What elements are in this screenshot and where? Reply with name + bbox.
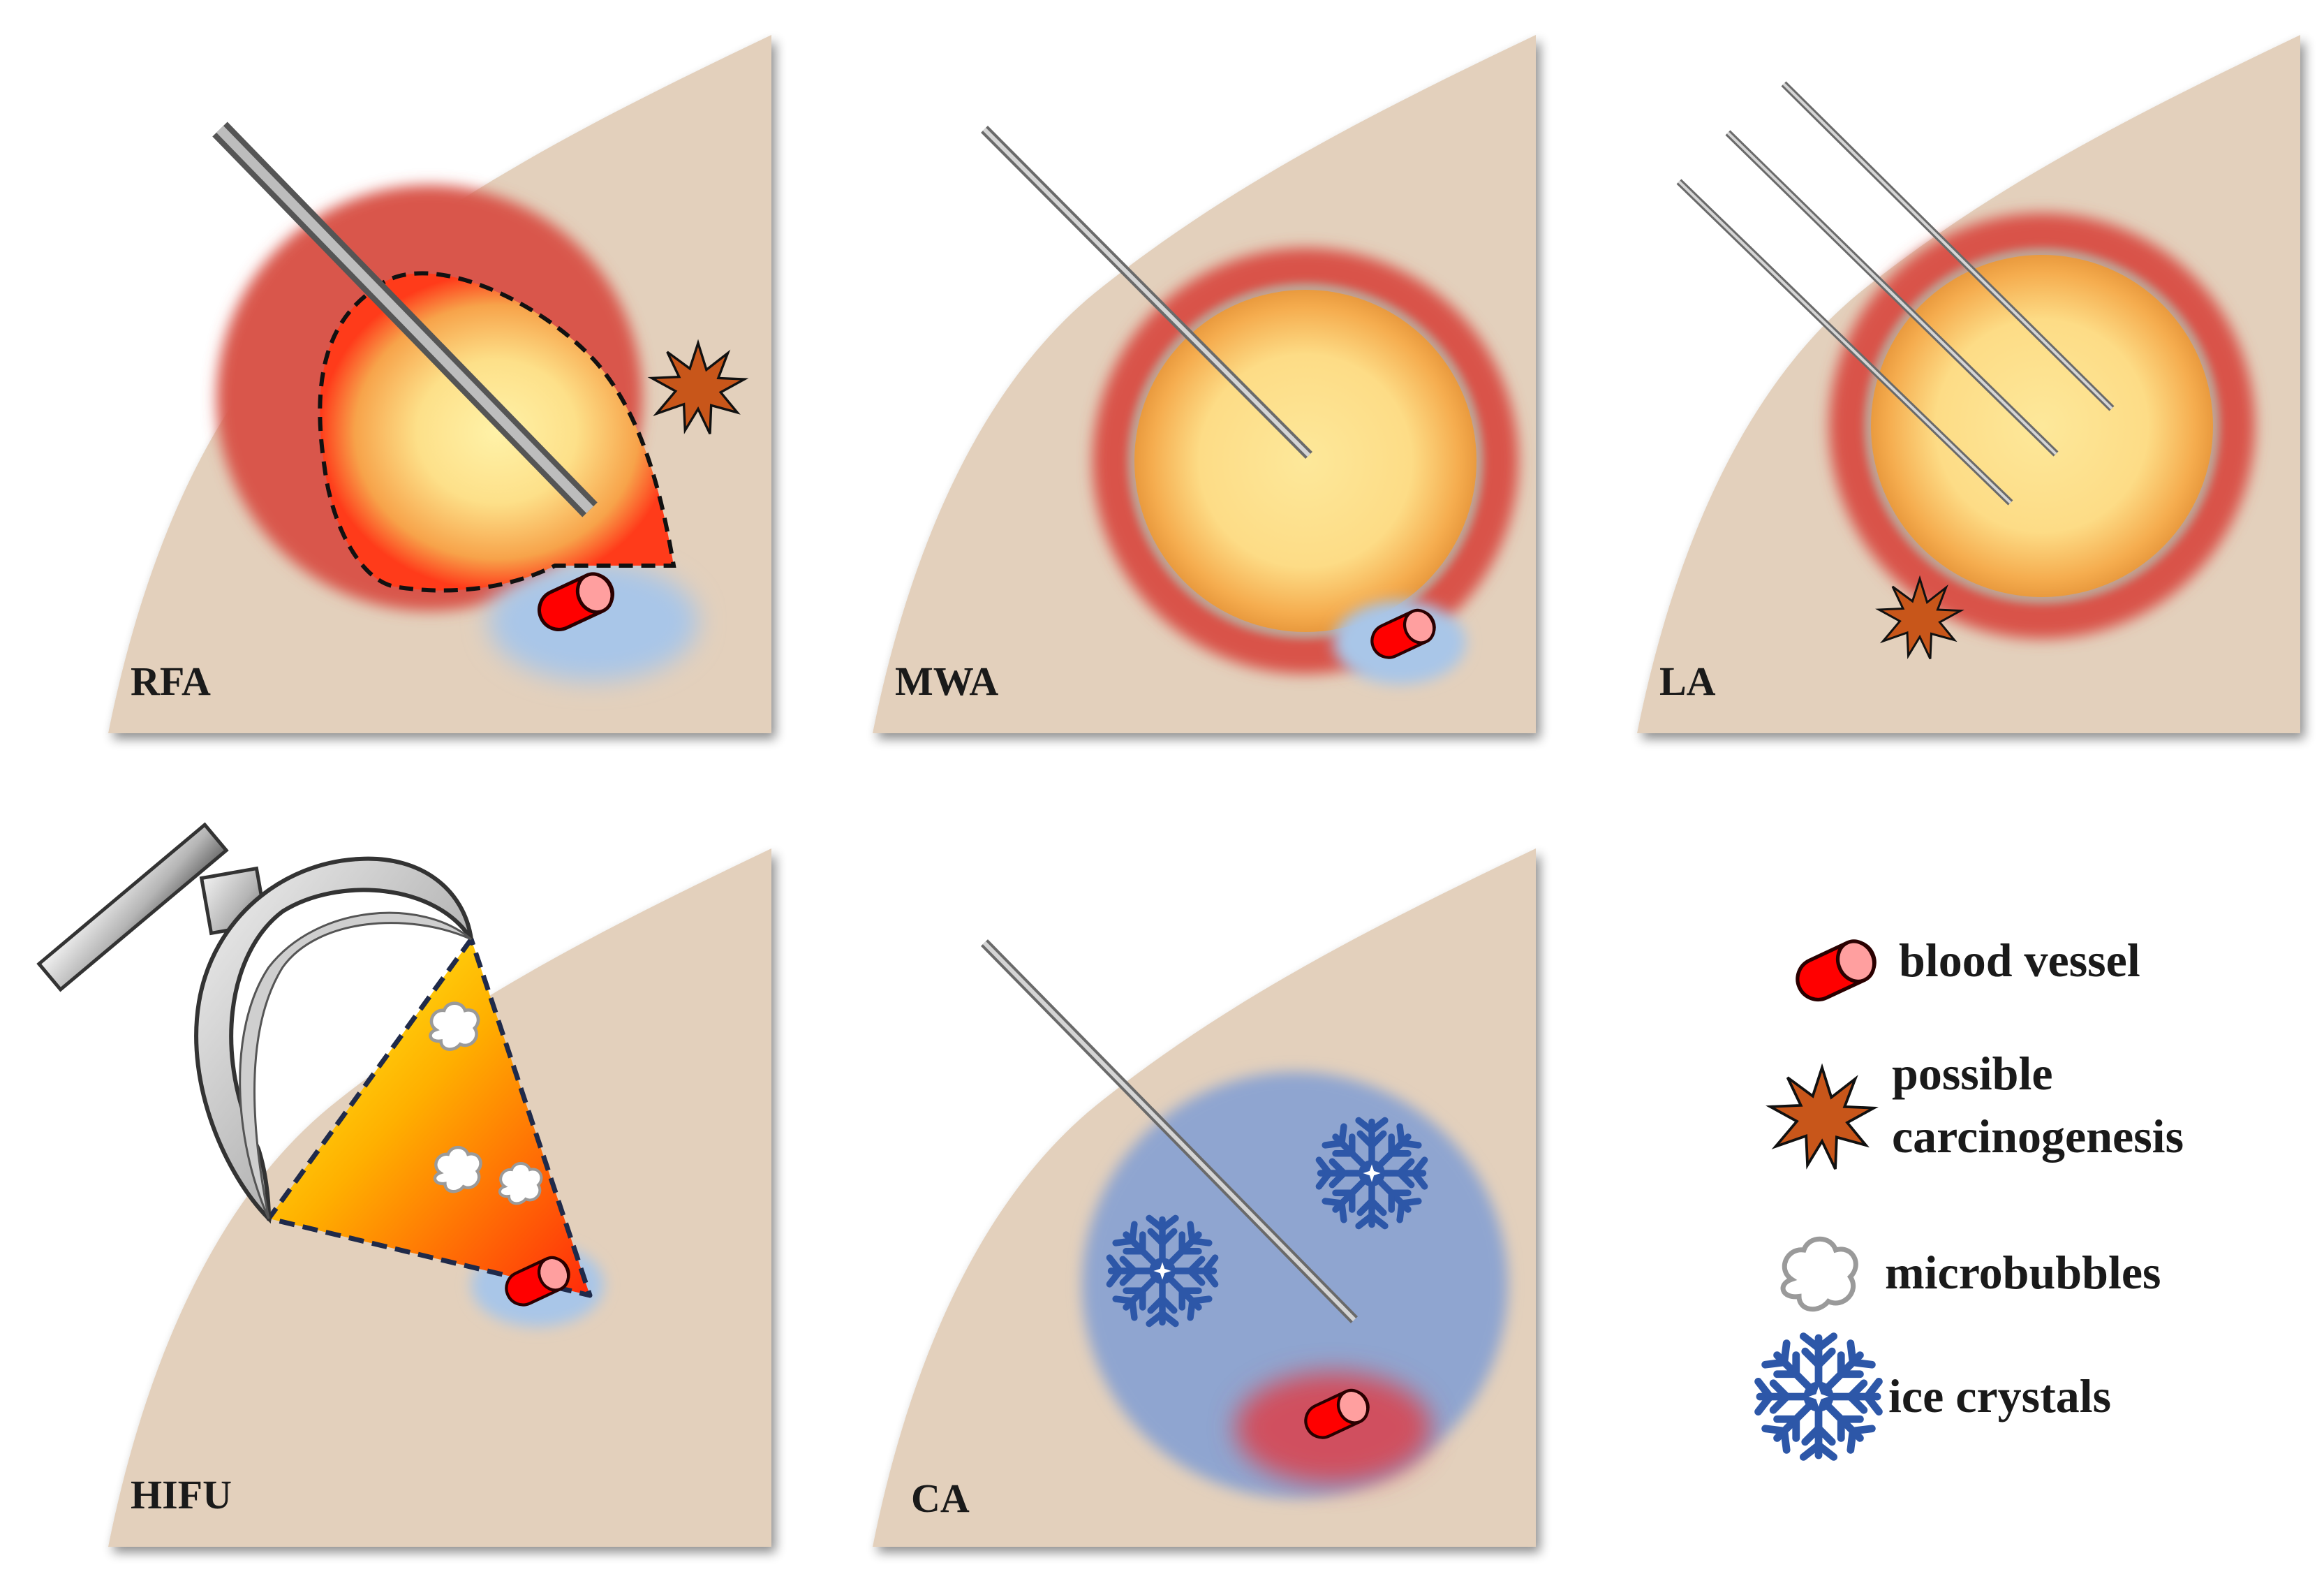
legend: blood vessel possible carcinogenesis mic… [1759,934,2184,1457]
panel-label: CA [911,1476,970,1521]
panel-label: RFA [131,659,211,704]
carcinogenesis-icon [1768,1066,1876,1170]
legend-item-microbubbles: microbubbles [1783,1239,2161,1309]
legend-item-blood-vessel: blood vessel [1791,934,2140,1006]
legend-label: blood vessel [1899,934,2140,987]
legend-label: possible [1892,1047,2053,1100]
ice-crystal [1319,1120,1424,1226]
legend-label: ice crystals [1888,1369,2111,1422]
panel-label: MWA [895,659,998,704]
legend-item-ice-crystals: ice crystals [1759,1337,2111,1457]
panel-la: LA [1637,35,2300,733]
blood-vessel-icon [1791,935,1881,1006]
panel-ca: CA [873,848,1536,1547]
legend-label: carcinogenesis [1892,1110,2184,1163]
legend-item-carcinogenesis: possible carcinogenesis [1768,1047,2184,1170]
ice-crystal-icon [1759,1337,1879,1457]
microbubble-icon [1783,1239,1856,1309]
microbubble [435,1147,481,1191]
microbubble [431,1003,479,1050]
hifu-focal-cone [266,936,593,1298]
ablation-sphere [1871,255,2213,597]
microbubble [498,1162,543,1205]
ablation-sphere [1134,290,1476,632]
panel-mwa: MWA [873,35,1536,733]
panel-rfa: RFA [108,35,771,733]
ice-crystal [1109,1218,1215,1323]
cool-halo [489,562,698,681]
panel-label: LA [1659,659,1716,704]
laser-fibers [1676,81,2115,506]
hifu-transducer [36,822,473,1224]
panel-hifu: HIFU [36,822,771,1547]
panel-label: HIFU [131,1472,232,1517]
legend-label: microbubbles [1885,1246,2161,1299]
